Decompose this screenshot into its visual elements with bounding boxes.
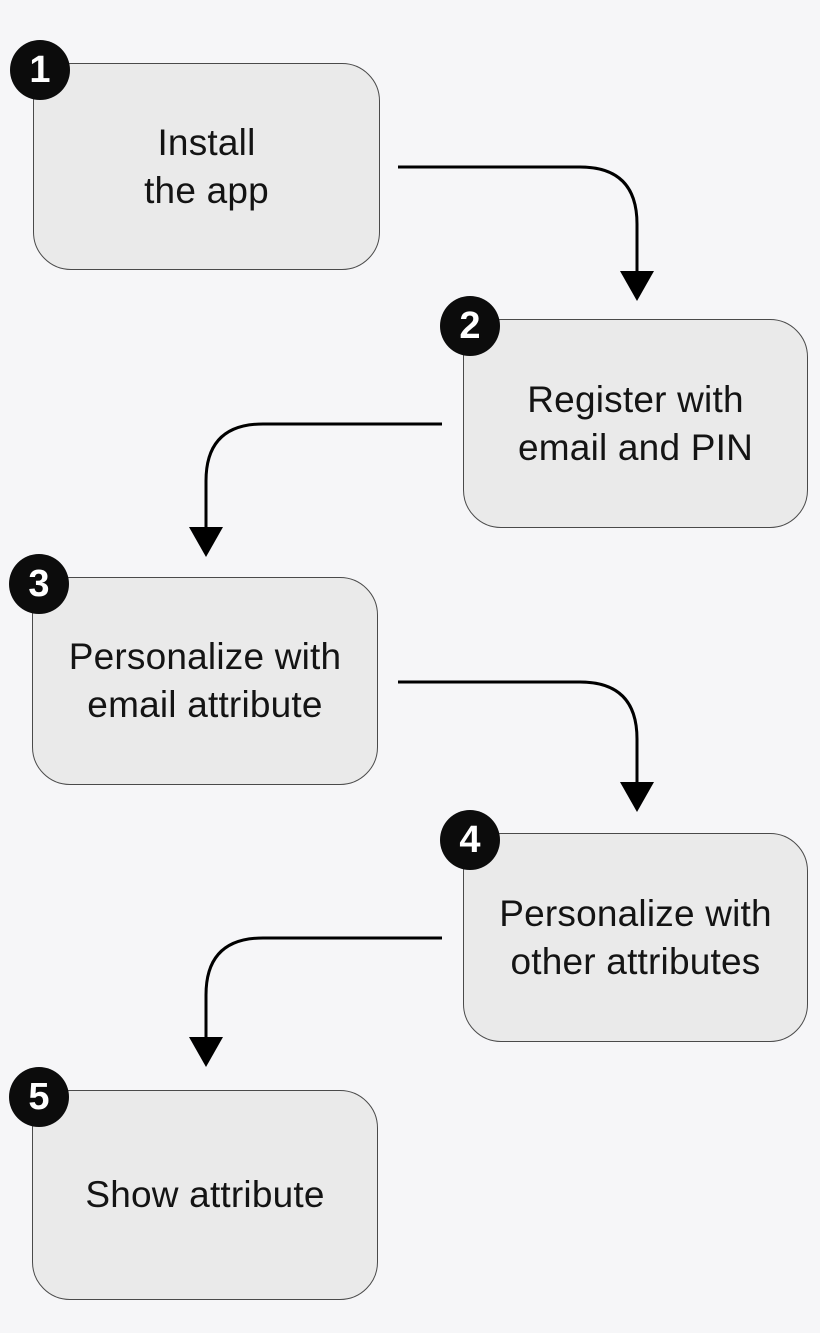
arrow-3-to-4-line bbox=[398, 680, 639, 784]
step-label: Show attribute bbox=[85, 1174, 325, 1215]
arrow-3-to-4-head-icon bbox=[620, 782, 654, 812]
step-box-register: 2 Register with email and PIN bbox=[440, 296, 808, 528]
arrow-4-to-5-head-icon bbox=[189, 1037, 223, 1067]
step-label: Personalize with other attributes bbox=[499, 892, 772, 982]
arrow-2-to-3 bbox=[189, 422, 442, 557]
step-box-personalize-email: 3 Personalize with email attribute bbox=[9, 554, 378, 785]
step-label: Personalize with email attribute bbox=[68, 636, 342, 725]
arrow-1-to-2-head-icon bbox=[620, 271, 654, 301]
step-number-badge: 3 bbox=[9, 554, 69, 614]
step-label: Register with email and PIN bbox=[518, 378, 753, 468]
step-box-show-attribute: 5 Show attribute bbox=[9, 1067, 378, 1300]
step-number-badge: 5 bbox=[9, 1067, 69, 1127]
arrow-4-to-5 bbox=[189, 936, 442, 1067]
arrow-4-to-5-line bbox=[204, 936, 442, 1039]
arrow-1-to-2 bbox=[398, 165, 654, 301]
step-number-badge: 2 bbox=[440, 296, 500, 356]
step-number-badge: 1 bbox=[10, 40, 70, 100]
step-number-badge: 4 bbox=[440, 810, 500, 870]
arrow-2-to-3-line bbox=[204, 422, 442, 529]
arrow-1-to-2-line bbox=[398, 165, 639, 273]
arrow-2-to-3-head-icon bbox=[189, 527, 223, 557]
step-box-install-app: 1 Install the app bbox=[10, 40, 380, 270]
step-label: Install the app bbox=[144, 121, 269, 211]
step-box-personalize-other: 4 Personalize with other attributes bbox=[440, 810, 808, 1042]
arrow-3-to-4 bbox=[398, 680, 654, 812]
